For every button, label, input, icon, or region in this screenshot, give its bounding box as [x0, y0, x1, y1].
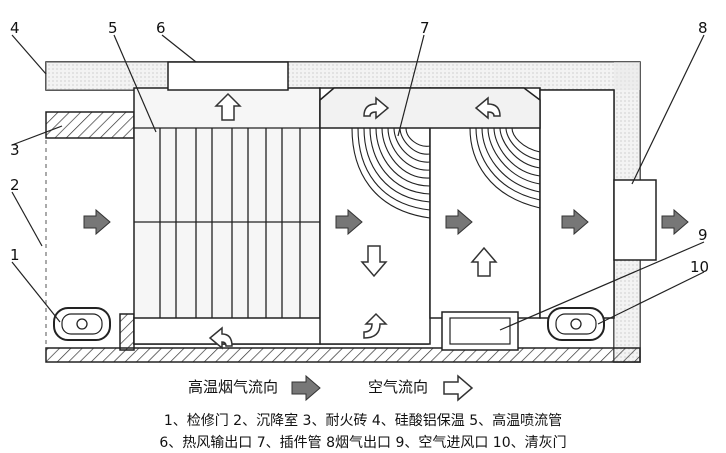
callout-7: 7 [420, 19, 430, 37]
leader-lines [11, 34, 705, 331]
hot-air-outlet [167, 61, 289, 91]
callout-3: 3 [10, 141, 20, 159]
plug-in-tubes [351, 127, 541, 219]
callout-9: 9 [698, 226, 708, 244]
nozzle-tubes [134, 127, 320, 318]
air-flow-label: 空气流向 [368, 378, 429, 396]
flue-gas-outlet [613, 179, 657, 261]
ash-cleaning-door [547, 307, 605, 341]
legend-line-1: 1、检修门 2、沉降室 3、耐火砖 4、硅酸铝保温 5、高温喷流管 [163, 413, 563, 429]
air-inlet-inner [449, 317, 511, 345]
hot-gas-legend-arrow [291, 374, 321, 402]
inspection-door [53, 307, 111, 341]
callout-4: 4 [10, 19, 20, 37]
hot-gas-flow-label: 高温烟气流向 [188, 378, 279, 396]
callout-2: 2 [10, 176, 20, 194]
callout-10: 10 [690, 258, 709, 276]
refractory-brick [45, 111, 135, 139]
insulation-top-fill [46, 62, 640, 90]
left-pillar-hatch [119, 313, 135, 351]
legend-line-2: 6、热风输出口 7、插件管 8烟气出口 9、空气进风口 10、清灰门 [159, 435, 567, 451]
callout-1: 1 [10, 246, 20, 264]
callout-5: 5 [108, 19, 118, 37]
bottom-floor-hatch [45, 347, 641, 363]
callout-8: 8 [698, 19, 708, 37]
exit-chamber [539, 89, 615, 319]
top-hood [319, 87, 541, 129]
air-legend-arrow [443, 374, 474, 402]
callout-6: 6 [156, 19, 166, 37]
hot-gas-flow-arrows [83, 208, 689, 236]
air-flow-arrows [208, 92, 501, 350]
nozzle-tube-chamber [133, 87, 321, 345]
